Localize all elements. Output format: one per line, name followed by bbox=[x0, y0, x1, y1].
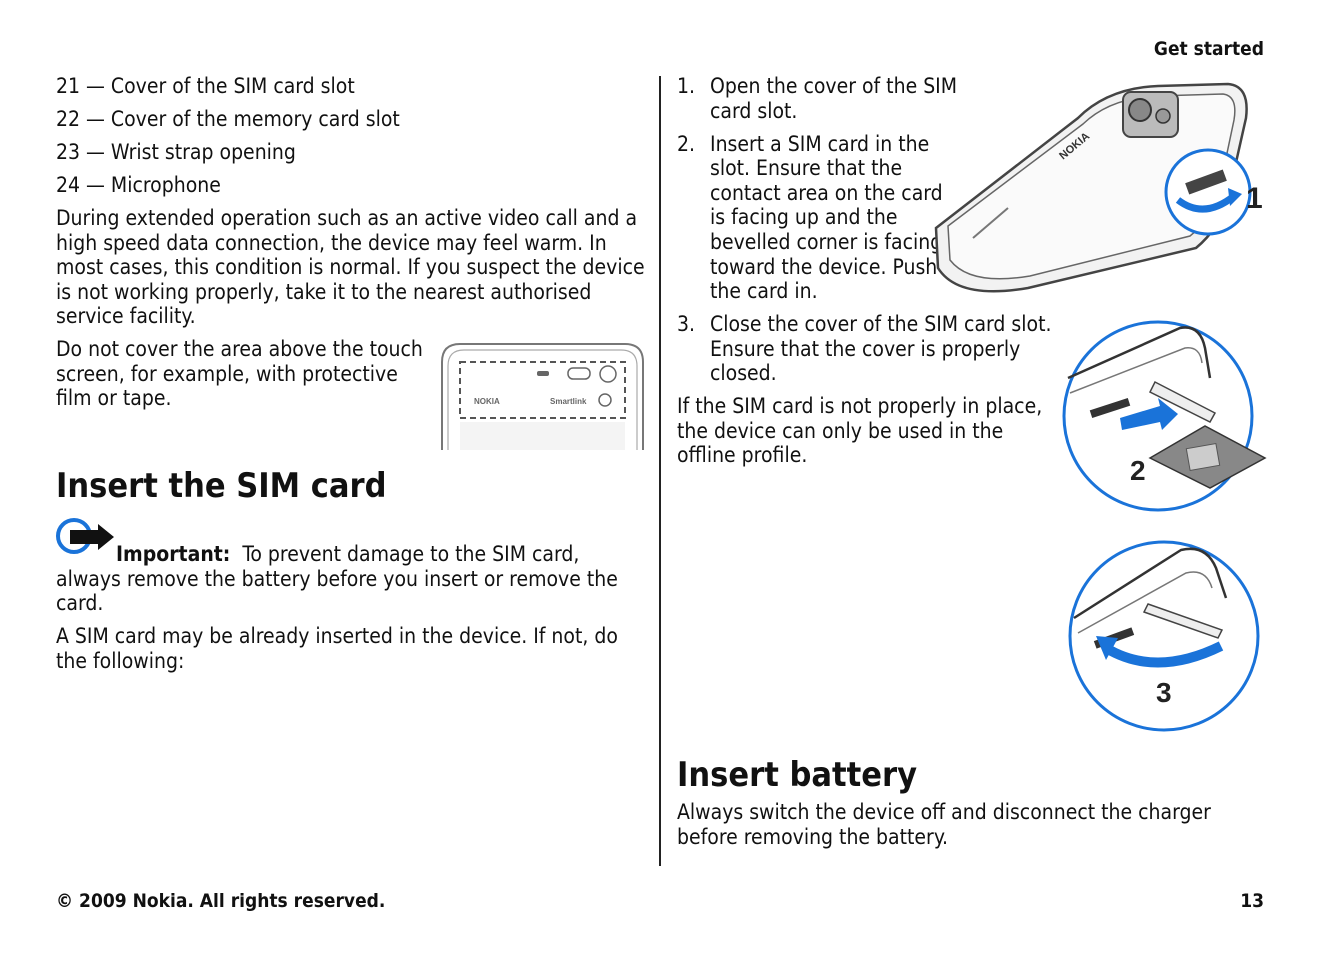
part-item: 21 — Cover of the SIM card slot bbox=[56, 74, 355, 98]
figure-label-1: 1 bbox=[1246, 182, 1263, 215]
step-text: Insert a SIM card in the slot. Ensure th… bbox=[710, 131, 943, 304]
figure-brand-text: NOKIA bbox=[474, 397, 500, 406]
figure-model-text: Smartlink bbox=[550, 397, 587, 406]
important-text: To prevent damage to the SIM card, alway… bbox=[56, 542, 618, 616]
step-text: Open the cover of the SIM card slot. bbox=[710, 74, 958, 123]
copyright-footer: © 2009 Nokia. All rights reserved. bbox=[56, 890, 386, 912]
step-number: 2. bbox=[677, 131, 696, 156]
step-number: 1. bbox=[677, 74, 696, 98]
part-item: 24 — Microphone bbox=[56, 172, 221, 197]
page-number: 13 bbox=[1240, 890, 1264, 912]
battery-paragraph: Always switch the device off and disconn… bbox=[677, 800, 1211, 849]
left-column: 21 — Cover of the SIM card slot 22 — Cov… bbox=[56, 74, 646, 419]
figure-label-3: 3 bbox=[1156, 677, 1172, 708]
step-text: Close the cover of the SIM card slot. En… bbox=[710, 312, 1052, 386]
running-header: Get started bbox=[1153, 38, 1264, 60]
screen-top-illustration: NOKIA Smartlink bbox=[441, 343, 644, 450]
cover-paragraph: Do not cover the area above the touch sc… bbox=[56, 337, 423, 411]
right-column: 1. Open the cover of the SIM card slot. … bbox=[677, 74, 1277, 476]
column-divider bbox=[659, 76, 661, 866]
step-item: 1. Open the cover of the SIM card slot. bbox=[677, 74, 960, 123]
warm-paragraph: During extended operation such as an act… bbox=[56, 205, 645, 329]
figure-label-2: 2 bbox=[1130, 455, 1146, 486]
important-block: Important: To prevent damage to the SIM … bbox=[56, 542, 646, 682]
sim-step1-illustration: NOKIA 1 bbox=[934, 82, 1263, 293]
step-item: 2. Insert a SIM card in the slot. Ensure… bbox=[677, 132, 947, 304]
part-item: 22 — Cover of the memory card slot bbox=[56, 106, 400, 131]
important-icon bbox=[56, 518, 114, 554]
step-item: 3. Close the cover of the SIM card slot.… bbox=[677, 312, 1086, 386]
sim-heading: Insert the SIM card bbox=[56, 466, 387, 506]
sim-steps-list: 1. Open the cover of the SIM card slot. … bbox=[677, 74, 1277, 386]
sim-paragraph: A SIM card may be already inserted in th… bbox=[56, 624, 618, 673]
sim-step3-illustration: 3 bbox=[1068, 540, 1260, 732]
battery-heading: Insert battery bbox=[677, 755, 918, 795]
part-item: 23 — Wrist strap opening bbox=[56, 139, 296, 164]
important-label: Important: bbox=[116, 542, 231, 566]
offline-paragraph: If the SIM card is not properly in place… bbox=[677, 394, 1043, 468]
sim-step2-illustration: 2 bbox=[1062, 320, 1267, 512]
step-number: 3. bbox=[677, 312, 696, 337]
